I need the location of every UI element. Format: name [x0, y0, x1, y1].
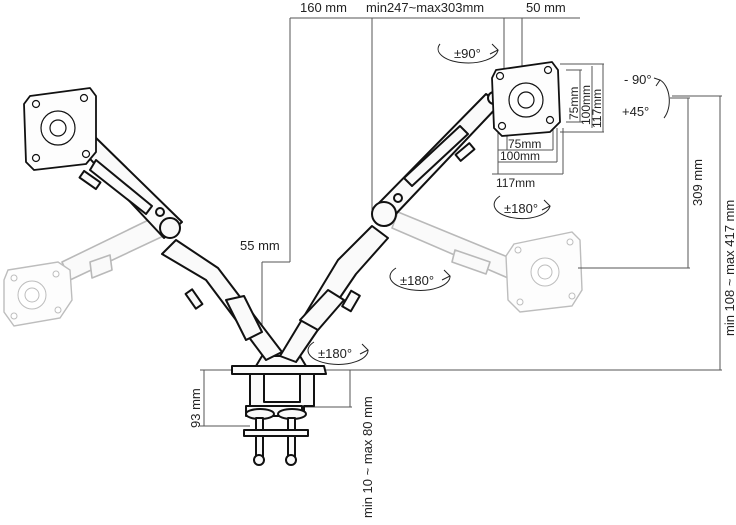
vesa-label-h75: 75mm — [508, 137, 541, 151]
right-arm — [279, 91, 501, 363]
dim-label-desk-thickness: min 10 ~ max 80 mm — [360, 396, 375, 518]
dim-label-160: 160 mm — [300, 0, 347, 15]
left-monitor-vesa-plate — [23, 87, 97, 171]
ghost-right-monitor-position — [391, 211, 583, 313]
rotation-label-tilt-down: +45° — [622, 104, 649, 119]
dim-label-309: 309 mm — [690, 159, 705, 206]
dim-label-50: 50 mm — [526, 0, 566, 15]
rotation-arcs — [307, 43, 670, 365]
rotation-label-swivel: ±90° — [454, 46, 481, 61]
left-arm — [77, 133, 283, 361]
dim-label-reach-range: min247~max303mm — [366, 0, 484, 15]
dim-label-93: 93 mm — [188, 388, 203, 428]
rotation-label-mid: ±180° — [400, 273, 434, 288]
rotation-label-tilt-up: - 90° — [624, 72, 652, 87]
vesa-label-v75: 75mm — [567, 87, 581, 120]
right-monitor-vesa-plate — [491, 61, 561, 137]
rotation-label-head: ±180° — [504, 201, 538, 216]
vesa-label-v117: 117mm — [590, 89, 604, 128]
vesa-label-h100: 100mm — [500, 149, 540, 163]
rotation-label-base: ±180° — [318, 346, 352, 361]
dim-label-55: 55 mm — [240, 238, 280, 253]
ghost-left-monitor-position — [3, 211, 173, 327]
desk-clamp — [231, 355, 327, 466]
dim-label-height-range: min 108 ~ max 417 mm — [722, 200, 736, 336]
vesa-label-v100: 100mm — [579, 85, 593, 125]
vesa-label-h117: 117mm — [496, 176, 535, 190]
